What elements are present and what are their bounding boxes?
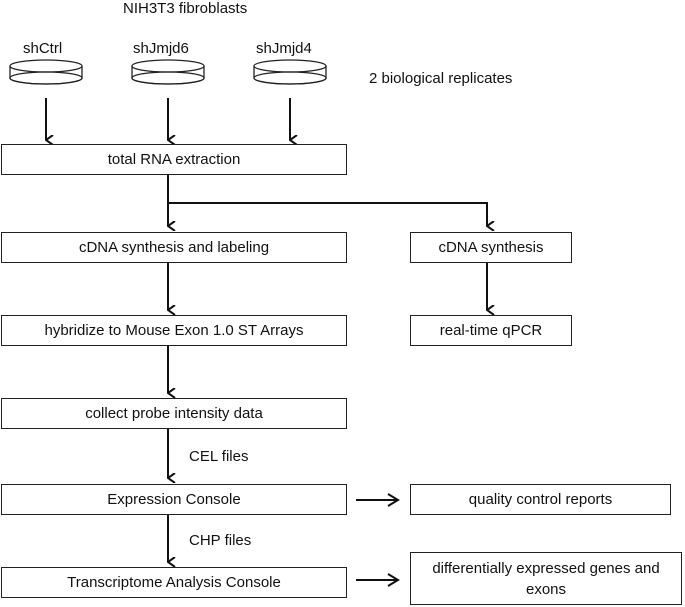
replicates-note: 2 biological replicates bbox=[369, 70, 513, 87]
cdna-labeling-label: cDNA synthesis and labeling bbox=[78, 239, 270, 256]
hybridize-box: hybridize to Mouse Exon 1.0 ST Arrays bbox=[1, 315, 347, 346]
cell-line-title: NIH3T3 fibroblasts bbox=[123, 0, 248, 17]
qc-reports-label: quality control reports bbox=[468, 491, 613, 508]
qpcr-label: real-time qPCR bbox=[439, 322, 543, 339]
sample-label-shjmjd6: shJmjd6 bbox=[133, 40, 189, 57]
culture-dish-icon bbox=[9, 59, 83, 85]
cel-files-label: CEL files bbox=[189, 448, 249, 465]
deg-box: differentially expressed genes and exons bbox=[410, 552, 682, 605]
tac-box: Transcriptome Analysis Console bbox=[1, 567, 347, 598]
collect-box: collect probe intensity data bbox=[1, 398, 347, 429]
expression-console-label: Expression Console bbox=[107, 491, 241, 508]
culture-dish-icon bbox=[131, 59, 205, 85]
cdna-synthesis-box: cDNA synthesis bbox=[410, 232, 572, 263]
cdna-synthesis-label: cDNA synthesis bbox=[438, 239, 544, 256]
rna-extraction-label: total RNA extraction bbox=[107, 151, 241, 168]
qpcr-box: real-time qPCR bbox=[410, 315, 572, 346]
sample-label-shctrl: shCtrl bbox=[23, 40, 63, 57]
culture-dish-icon bbox=[253, 59, 327, 85]
tac-label: Transcriptome Analysis Console bbox=[67, 574, 281, 591]
cdna-labeling-box: cDNA synthesis and labeling bbox=[1, 232, 347, 263]
chp-files-label: CHP files bbox=[189, 532, 252, 549]
rna-extraction-box: total RNA extraction bbox=[1, 144, 347, 175]
expression-console-box: Expression Console bbox=[1, 484, 347, 515]
hybridize-label: hybridize to Mouse Exon 1.0 ST Arrays bbox=[44, 322, 304, 339]
deg-label: differentially expressed genes and exons bbox=[432, 559, 660, 598]
collect-label: collect probe intensity data bbox=[85, 405, 263, 422]
qc-reports-box: quality control reports bbox=[410, 484, 671, 515]
sample-label-shjmjd4: shJmjd4 bbox=[256, 40, 312, 57]
